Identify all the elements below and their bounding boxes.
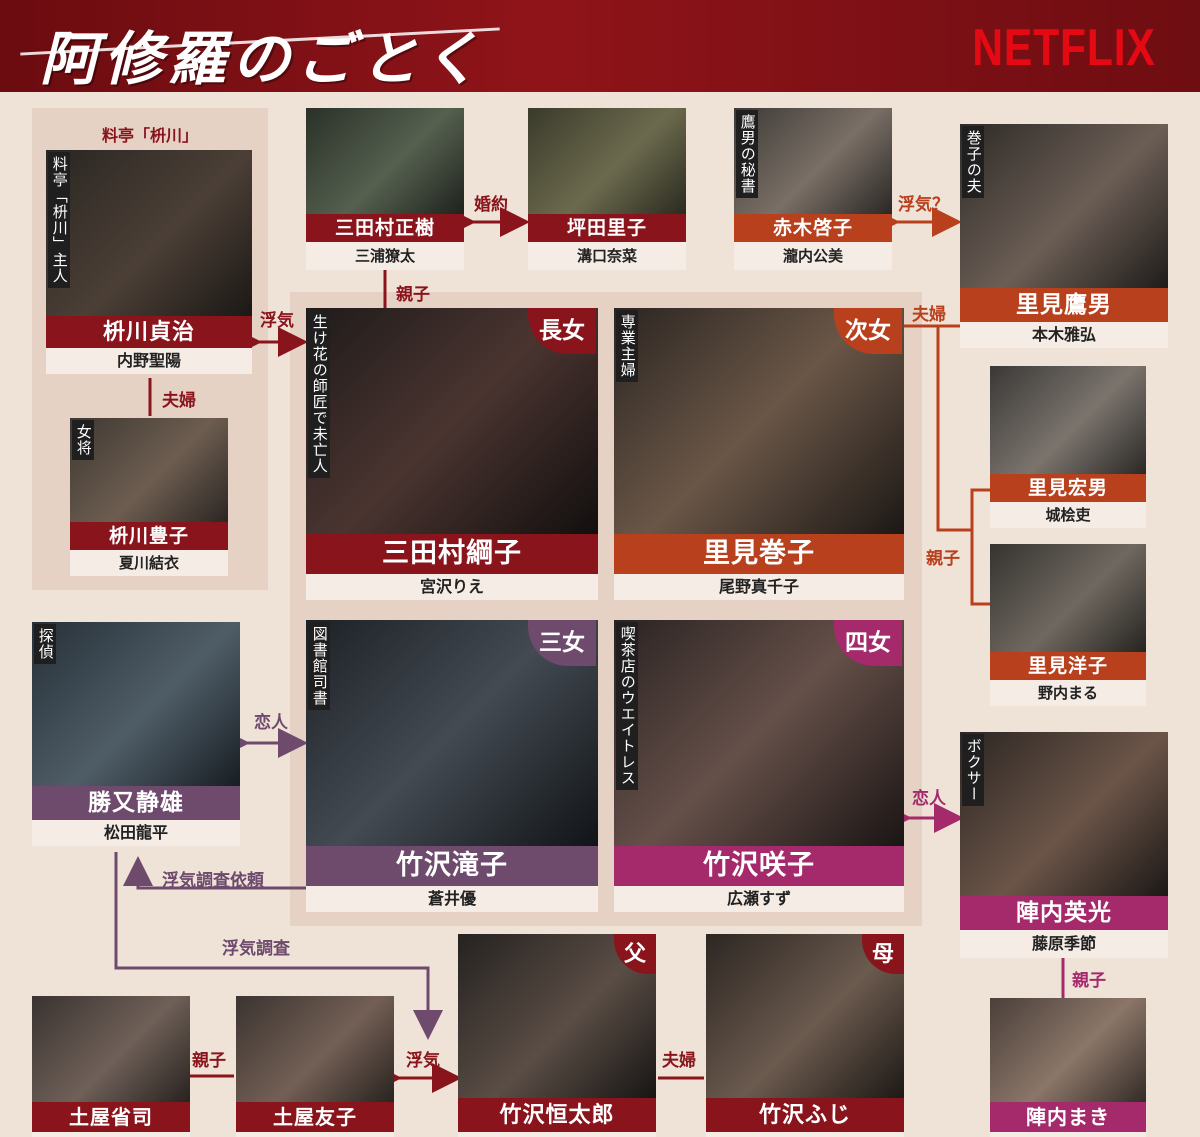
portrait-masukawa-sadaji [46,150,252,316]
role-tag: 図書館司書 [308,622,330,710]
name-label: 三田村綱子 [306,534,598,574]
actor-label [706,1132,904,1137]
name-label: 里見宏男 [990,474,1146,502]
actor-label: 野内まる [990,680,1146,706]
sister-badge: 次女 [834,308,902,354]
portrait-jinnai-maki [990,998,1146,1102]
name-label: 三田村正樹 [306,214,464,242]
relation-koibito-jinnai: 恋人 [912,789,946,809]
role-tag: 生け花の師匠で未亡人 [308,310,330,478]
portrait-mitamura-masaki [306,108,464,214]
ryotei-group-label: 料亭「枡川」 [101,126,198,145]
name-label: 赤木啓子 [734,214,892,242]
actor-label: 夏川結衣 [70,550,228,576]
portrait-tsuchiya-shoji [32,996,190,1102]
relation-uwaki-sadaji: 浮気 [260,311,294,331]
actor-label: 本木雅弘 [960,322,1168,348]
name-label: 枡川貞治 [46,316,252,348]
portrait-tsubota-satoko [528,108,686,214]
card-tsuchiya-tomoko[interactable]: 土屋友子 [236,996,394,1137]
portrait-satomi-hiroo [990,366,1146,474]
portrait-tsuchiya-tomoko [236,996,394,1102]
name-label: 里見巻子 [614,534,904,574]
card-jinnai-hidemitsu[interactable]: 陣内英光 藤原季節 [960,732,1168,958]
name-label: 竹沢咲子 [614,846,904,886]
actor-label [458,1132,656,1137]
actor-label: 宮沢りえ [306,574,598,600]
card-satomi-yoko[interactable]: 里見洋子 野内まる [990,544,1146,706]
card-mitamura-masaki[interactable]: 三田村正樹 三浦獠太 [306,108,464,270]
actor-label: 藤原季節 [960,930,1168,958]
actor-label: 蒼井優 [306,886,598,912]
name-label: 勝又静雄 [32,786,240,820]
card-akagi-keiko[interactable]: 赤木啓子 瀧内公美 [734,108,892,270]
show-title: 阿修羅のごとく [40,25,487,93]
relation-investigate: 浮気調査 [222,939,290,959]
relation-uwaki-tomoko: 浮気 [406,1051,440,1071]
relation-oyako-mitamura: 親子 [396,285,430,305]
relation-koibito-katsumata: 恋人 [254,713,288,733]
relation-engaged: 婚約 [474,195,508,215]
actor-label: 尾野真千子 [614,574,904,600]
role-tag: 喫茶店のウエイトレス [616,622,638,790]
name-label: 里見洋子 [990,652,1146,680]
actor-label: 広瀬すず [614,886,904,912]
card-masukawa-toyoko[interactable]: 枡川豊子 夏川結衣 [70,418,228,576]
relation-oyako-satomi: 親子 [926,549,960,569]
sister-badge: 三女 [528,620,596,666]
relation-investigate-request: 浮気調査依頼 [162,871,264,891]
portrait-katsumata-shizuo [32,622,240,786]
role-tag: 巻子の夫 [962,126,984,198]
actor-label: 瀧内公美 [734,242,892,270]
relation-uwaki-question: 浮気？ [898,195,949,215]
portrait-masukawa-toyoko [70,418,228,522]
role-tag: 探偵 [34,624,56,664]
relation-oyako-tsuchiya: 親子 [192,1051,226,1071]
role-tag: 料亭「枡川」主人 [48,152,70,288]
name-label: 土屋友子 [236,1102,394,1132]
name-label: 陣内英光 [960,896,1168,930]
name-label: 竹沢ふじ [706,1098,904,1132]
relation-fufu-takezawa: 夫婦 [662,1051,696,1071]
role-tag: ボクサー [962,734,984,806]
actor-label: 三浦獠太 [306,242,464,270]
actor-label: 内野聖陽 [46,348,252,374]
card-tsuchiya-shoji[interactable]: 土屋省司 [32,996,190,1137]
role-tag: 女将 [72,420,94,460]
actor-label: 溝口奈菜 [528,242,686,270]
relation-oyako-jinnai: 親子 [1072,971,1106,991]
card-masukawa-sadaji[interactable]: 枡川貞治 内野聖陽 [46,150,252,374]
netflix-logo: NETFLIX [972,19,1156,77]
card-katsumata-shizuo[interactable]: 勝又静雄 松田龍平 [32,622,240,846]
portrait-satomi-yoko [990,544,1146,652]
name-label: 枡川豊子 [70,522,228,550]
card-satomi-hiroo[interactable]: 里見宏男 城桧吏 [990,366,1146,528]
card-takezawa-kotaro[interactable]: 竹沢恒太郎 [458,934,656,1137]
actor-label [32,1132,190,1137]
actor-label: 松田龍平 [32,820,240,846]
portrait-akagi-keiko [734,108,892,214]
card-satomi-takao[interactable]: 里見鷹男 本木雅弘 [960,124,1168,348]
portrait-satomi-takao [960,124,1168,288]
card-jinnai-maki[interactable]: 陣内まき [990,998,1146,1137]
name-label: 坪田里子 [528,214,686,242]
card-tsubota-satoko[interactable]: 坪田里子 溝口奈菜 [528,108,686,270]
relation-fufu-masukawa: 夫婦 [162,391,196,411]
relation-fufu-satomi: 夫婦 [912,305,946,325]
actor-label [990,1132,1146,1137]
actor-label: 城桧吏 [990,502,1146,528]
role-tag: 専業主婦 [616,310,638,382]
name-label: 竹沢恒太郎 [458,1098,656,1132]
actor-label [236,1132,394,1137]
name-label: 陣内まき [990,1102,1146,1132]
name-label: 竹沢滝子 [306,846,598,886]
name-label: 土屋省司 [32,1102,190,1132]
role-tag: 鷹男の秘書 [736,110,758,198]
portrait-jinnai-hidemitsu [960,732,1168,896]
name-label: 里見鷹男 [960,288,1168,322]
